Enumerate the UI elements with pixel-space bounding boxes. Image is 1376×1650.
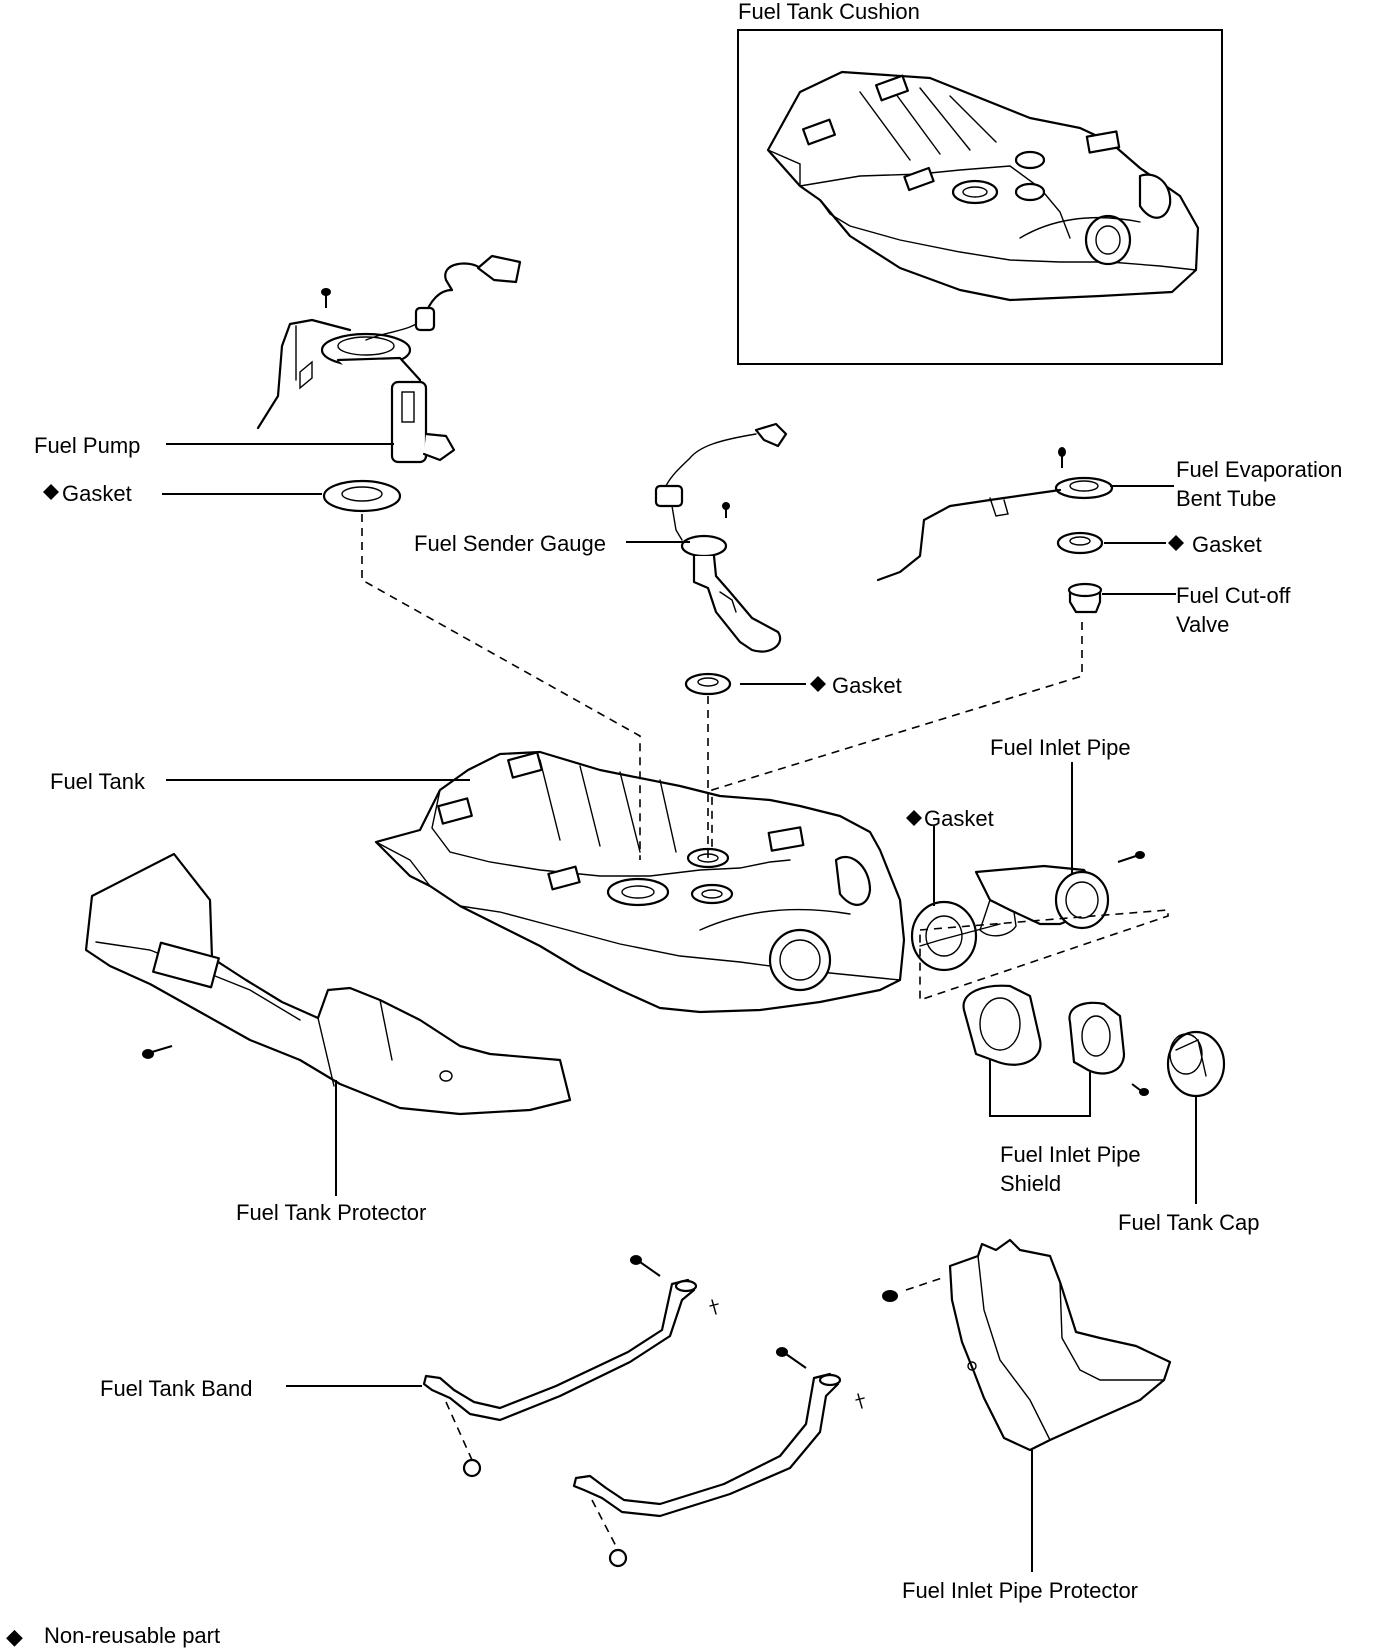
part-labels: Fuel Pump Gasket Fuel Sender Gauge Gaske… bbox=[34, 433, 1342, 1603]
label-fuel-inlet-pipe: Fuel Inlet Pipe bbox=[990, 735, 1131, 760]
label-fuel-cutoff-line2: Valve bbox=[1176, 612, 1229, 637]
legend: ◆ Non-reusable part bbox=[6, 1623, 220, 1649]
label-gasket-pump: Gasket bbox=[62, 481, 132, 506]
fuel-sender-gauge-drawing bbox=[654, 422, 788, 653]
non-reusable-diamond-icon bbox=[43, 484, 59, 500]
fuel-tank-drawing bbox=[374, 750, 906, 1014]
label-gasket-sender: Gasket bbox=[832, 673, 902, 698]
fuel-pump-drawing bbox=[256, 254, 522, 464]
label-fuel-tank-protector: Fuel Tank Protector bbox=[236, 1200, 426, 1225]
fuel-evap-tube-drawing bbox=[876, 447, 1114, 582]
inset-title: Fuel Tank Cushion bbox=[738, 0, 920, 24]
fuel-tank-cushion-inset: Fuel Tank Cushion bbox=[737, 0, 1223, 365]
leader-lines bbox=[162, 443, 1197, 1572]
legend-text: Non-reusable part bbox=[44, 1623, 220, 1648]
label-fuel-tank-band: Fuel Tank Band bbox=[100, 1376, 252, 1401]
fuel-tank-cap-drawing bbox=[1166, 1030, 1226, 1098]
label-fuel-cutoff-line1: Fuel Cut-off bbox=[1176, 583, 1291, 608]
non-reusable-diamond-icon bbox=[810, 676, 826, 692]
label-fuel-evap-tube-line2: Bent Tube bbox=[1176, 486, 1276, 511]
gasket-pump-drawing bbox=[322, 479, 402, 513]
label-fuel-tank: Fuel Tank bbox=[50, 769, 146, 794]
fuel-inlet-pipe-shield-drawing bbox=[962, 984, 1149, 1096]
assembly-guide-lines bbox=[361, 514, 1083, 860]
fuel-tank-protector-drawing bbox=[84, 852, 572, 1116]
fuel-inlet-pipe-protector-drawing bbox=[882, 1238, 1172, 1452]
label-gasket-inlet: Gasket bbox=[924, 806, 994, 831]
label-fuel-pump: Fuel Pump bbox=[34, 433, 140, 458]
label-fuel-inlet-shield-line1: Fuel Inlet Pipe bbox=[1000, 1142, 1141, 1167]
label-fuel-tank-cap: Fuel Tank Cap bbox=[1118, 1210, 1259, 1235]
fuel-tank-cushion-drawing bbox=[766, 70, 1200, 302]
gasket-sender-drawing bbox=[684, 672, 732, 696]
fuel-inlet-pipe-drawing bbox=[919, 851, 1169, 1002]
non-reusable-diamond-icon bbox=[906, 810, 922, 826]
inset-frame bbox=[737, 29, 1223, 365]
gasket-inlet-drawing bbox=[910, 900, 978, 972]
label-gasket-evap: Gasket bbox=[1192, 532, 1262, 557]
non-reusable-diamond-icon bbox=[1168, 535, 1184, 551]
label-fuel-inlet-pipe-protector: Fuel Inlet Pipe Protector bbox=[902, 1578, 1138, 1603]
gasket-evap-drawing bbox=[1056, 531, 1104, 555]
fuel-cutoff-valve-drawing bbox=[1067, 582, 1103, 614]
label-fuel-inlet-shield-line2: Shield bbox=[1000, 1171, 1061, 1196]
label-fuel-sender-gauge: Fuel Sender Gauge bbox=[414, 531, 606, 556]
legend-symbol: ◆ bbox=[6, 1624, 23, 1649]
fuel-tank-band-drawing bbox=[422, 1255, 865, 1568]
label-fuel-evap-tube-line1: Fuel Evaporation bbox=[1176, 457, 1342, 482]
